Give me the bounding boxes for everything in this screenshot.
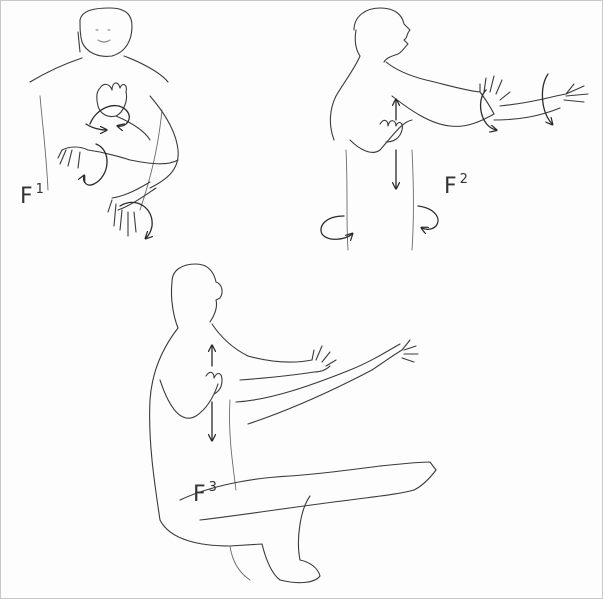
- figure-1-sketch: [30, 8, 178, 238]
- figure-1-torso-left: [40, 96, 48, 190]
- figure-2-sketch: [321, 8, 588, 250]
- figure-1-shoulders: [30, 56, 168, 82]
- figure-1-torso-right: [140, 110, 162, 210]
- figure-3-arm-chest: [160, 380, 218, 418]
- figure-3-hand-far: [372, 340, 418, 370]
- figure-3-hand-chest: [206, 372, 222, 394]
- figure-2-head: [354, 8, 410, 62]
- figure-1-hand-middle: [58, 150, 80, 168]
- figure-1-face: [96, 30, 110, 42]
- figure-3-bent-leg: [160, 496, 320, 583]
- figure-2-torso-left: [346, 150, 348, 250]
- figure-2-torso-right: [412, 150, 414, 250]
- figure-3-extended-leg-bottom: [200, 490, 414, 520]
- figure-3-extended-leg-top: [180, 462, 436, 500]
- figure-1-forearm-lower: [112, 182, 156, 210]
- figure-2-arm-top: [386, 62, 480, 92]
- figure-3-back-of-head: [171, 282, 178, 328]
- figure-2-hand-chest: [380, 120, 402, 142]
- figure-3-torso-front: [229, 400, 236, 490]
- figure-2-back-of-head: [355, 30, 360, 56]
- figure-2-back: [330, 56, 360, 140]
- figure-3-knee-line: [230, 546, 250, 580]
- figure-3-chest-line: [212, 324, 248, 356]
- figure-2-hand-near: [480, 76, 510, 114]
- figure-3-head: [172, 264, 222, 322]
- figure-1-arm-right: [150, 96, 178, 188]
- figure-1-ear: [78, 32, 80, 52]
- rotation-arrow-upper-left-icon: [86, 124, 106, 130]
- rotation-arrow-hand-icon: [481, 90, 496, 130]
- figure-3-hand-near: [312, 346, 336, 372]
- figure-2-arm-far: [494, 84, 588, 120]
- figure-1-forearm-upper: [116, 116, 150, 140]
- figure-3-back: [150, 328, 178, 520]
- rotation-arrow-middle-icon: [83, 144, 107, 185]
- rotation-arrow-hip-right-icon: [418, 206, 438, 229]
- figure-1-head: [80, 8, 132, 56]
- figure-3-sketch: [150, 264, 436, 583]
- figure-1-hand-upper: [97, 83, 127, 117]
- figure-3-arm-near: [240, 356, 314, 380]
